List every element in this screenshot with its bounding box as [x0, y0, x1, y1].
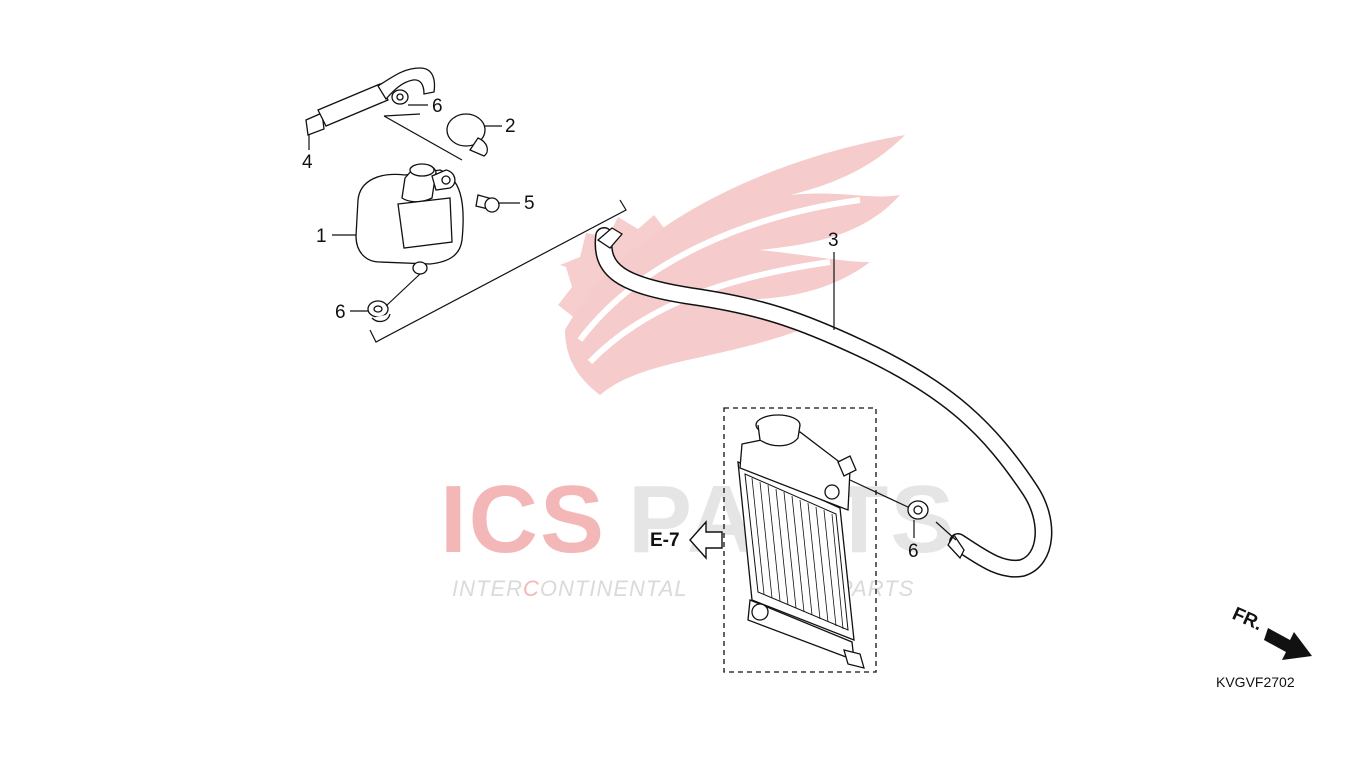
assembly-lines	[369, 113, 911, 509]
callout-label-6-top: 6	[432, 96, 443, 117]
callout-label-6-bottom: 6	[335, 302, 346, 323]
arrow-left-outline-icon	[689, 520, 723, 560]
reference-e7[interactable]: E-7	[650, 520, 723, 560]
clamp-top[interactable]	[391, 89, 409, 105]
clamp-bottom[interactable]	[367, 300, 391, 323]
callout-6-bottom: 6	[335, 302, 368, 323]
overflow-tube[interactable]	[305, 67, 436, 136]
callout-4: 4	[302, 135, 313, 173]
reservoir-cap[interactable]	[446, 113, 489, 157]
reference-label: E-7	[650, 530, 680, 551]
callout-6-radiator: 6	[908, 520, 919, 562]
callout-label-3: 3	[828, 230, 839, 251]
arrow-right-solid-icon	[1264, 628, 1312, 660]
reservoir-tank[interactable]	[355, 163, 464, 275]
watermark-tagline-accent: C	[523, 576, 540, 601]
callout-label-4: 4	[302, 152, 313, 173]
coolant-hose[interactable]	[594, 227, 1053, 578]
callout-label-6-radiator: 6	[908, 541, 919, 562]
callout-1: 1	[316, 226, 356, 247]
radiator-fins	[751, 477, 844, 630]
radiator-reference-box[interactable]	[723, 407, 877, 673]
diagram-code: KVGVF2702	[1216, 674, 1295, 690]
watermark-brand-left: ICS	[440, 466, 606, 573]
watermark-tagline-rest: ONTINENTAL	[540, 576, 688, 601]
callout-label-5: 5	[524, 193, 535, 214]
direction-label: FR.	[1229, 604, 1266, 636]
callout-2: 2	[484, 116, 516, 137]
callout-6-top: 6	[408, 96, 443, 117]
watermark-tagline-left: INTER	[452, 576, 523, 601]
callout-5: 5	[498, 193, 535, 214]
callout-3: 3	[828, 230, 839, 330]
callout-label-2: 2	[505, 116, 516, 137]
bolt[interactable]	[475, 194, 500, 213]
clamp-radiator[interactable]	[907, 500, 929, 520]
watermark-tagline: INTERCONTINENTAL	[452, 576, 688, 601]
direction-indicator: FR.	[1229, 604, 1312, 660]
callout-label-1: 1	[316, 226, 327, 247]
